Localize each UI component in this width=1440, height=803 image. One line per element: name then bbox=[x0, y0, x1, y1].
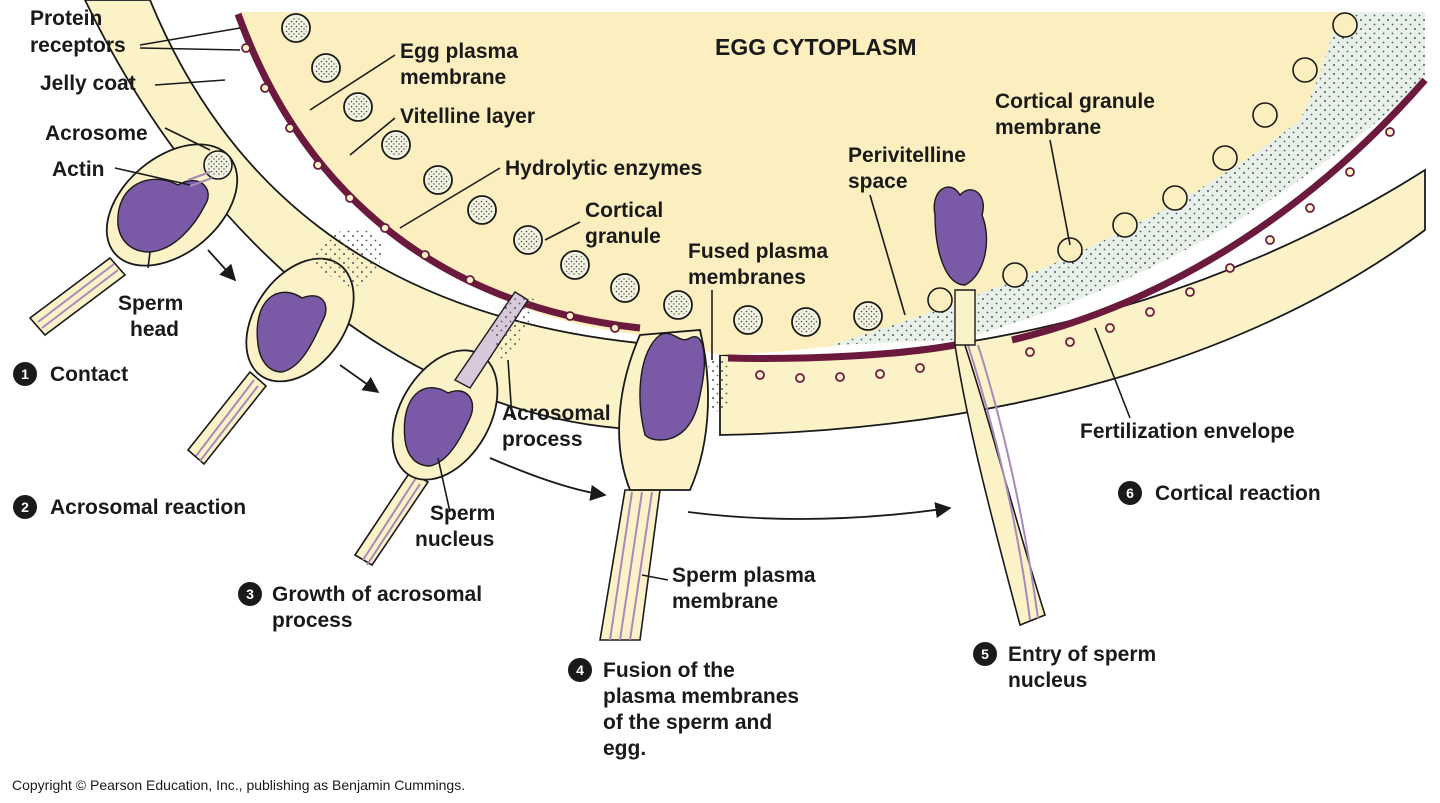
step-4-line-1: Fusion of the bbox=[603, 659, 735, 682]
step-5: 5 Entry of sperm nucleus bbox=[973, 642, 1156, 692]
label-perivitelline-2: space bbox=[848, 170, 908, 193]
step-3-number: 3 bbox=[246, 586, 254, 602]
label-sperm-head-1: Sperm bbox=[118, 292, 183, 315]
sperm-growth-acrosomal-process bbox=[353, 291, 535, 567]
label-egg-plasma-1: Egg plasma bbox=[400, 40, 518, 63]
sperm-fusion bbox=[599, 329, 730, 641]
label-sperm-plasma-1: Sperm plasma bbox=[672, 564, 816, 587]
label-jelly-coat: Jelly coat bbox=[40, 72, 136, 95]
label-sperm-nucleus-2: nucleus bbox=[415, 528, 494, 551]
step-4-line-4: egg. bbox=[603, 737, 646, 760]
process-arrows bbox=[207, 249, 952, 520]
label-vitelline-layer: Vitelline layer bbox=[400, 105, 535, 128]
copyright-notice: Copyright © Pearson Education, Inc., pub… bbox=[12, 777, 465, 793]
step-1: 1 Contact bbox=[13, 362, 128, 386]
label-sperm-plasma-2: membrane bbox=[672, 590, 778, 613]
step-4: 4 Fusion of the plasma membranes of the … bbox=[568, 658, 799, 760]
egg-cytoplasm-title: EGG CYTOPLASM bbox=[715, 34, 917, 60]
label-acrosomal-process-2: process bbox=[502, 428, 583, 451]
label-fertilization-envelope: Fertilization envelope bbox=[1080, 420, 1295, 443]
step-6-number: 6 bbox=[1126, 485, 1134, 501]
label-hydrolytic-enzymes: Hydrolytic enzymes bbox=[505, 157, 702, 180]
label-cg-membrane-1: Cortical granule bbox=[995, 90, 1155, 113]
step-6-line-1: Cortical reaction bbox=[1155, 482, 1321, 505]
label-acrosomal-process-1: Acrosomal bbox=[502, 402, 611, 425]
cortical-granule-membrane-bumps bbox=[927, 12, 1358, 313]
label-fused-plasma-2: membranes bbox=[688, 266, 806, 289]
egg-cytoplasm bbox=[240, 12, 1425, 355]
leader-lines bbox=[114, 27, 1131, 581]
step-1-line-1: Contact bbox=[50, 363, 128, 386]
label-cortical-granule-2: granule bbox=[585, 225, 661, 248]
step-1-number: 1 bbox=[21, 366, 29, 382]
step-5-line-1: Entry of sperm bbox=[1008, 643, 1156, 666]
step-4-line-2: plasma membranes bbox=[603, 685, 799, 708]
label-perivitelline-1: Perivitelline bbox=[848, 144, 966, 167]
label-fused-plasma-1: Fused plasma bbox=[688, 240, 828, 263]
label-sperm-nucleus-1: Sperm bbox=[430, 502, 495, 525]
step-5-line-2: nucleus bbox=[1008, 669, 1087, 692]
egg-plasma-membrane-middle bbox=[727, 341, 956, 362]
step-2-number: 2 bbox=[21, 499, 29, 515]
cortical-granule-dots bbox=[285, 17, 879, 333]
step-4-line-3: of the sperm and bbox=[603, 711, 772, 734]
label-cg-membrane-2: membrane bbox=[995, 116, 1101, 139]
label-acrosome: Acrosome bbox=[45, 122, 148, 145]
protein-receptors bbox=[241, 43, 1395, 383]
sperm-entry bbox=[933, 186, 1046, 627]
label-receptors: receptors bbox=[30, 34, 126, 57]
label-sperm-head-2: head bbox=[130, 318, 179, 341]
step-4-number: 4 bbox=[576, 662, 584, 678]
step-2-line-1: Acrosomal reaction bbox=[50, 496, 246, 519]
step-6: 6 Cortical reaction bbox=[1118, 481, 1321, 505]
sperm-acrosomal-reaction bbox=[186, 228, 383, 466]
step-3-line-1: Growth of acrosomal bbox=[272, 583, 482, 606]
label-actin: Actin bbox=[52, 158, 105, 181]
sperm-contact bbox=[28, 143, 239, 337]
step-3: 3 Growth of acrosomal process bbox=[238, 582, 482, 632]
label-cortical-granule-1: Cortical bbox=[585, 199, 663, 222]
step-3-line-2: process bbox=[272, 609, 353, 632]
label-protein: Protein bbox=[30, 7, 102, 30]
step-2: 2 Acrosomal reaction bbox=[13, 495, 246, 519]
fertilization-envelope-membrane bbox=[1011, 77, 1428, 344]
step-5-number: 5 bbox=[981, 646, 989, 662]
label-egg-plasma-2: membrane bbox=[400, 66, 506, 89]
perivitelline-space-dots bbox=[830, 12, 1425, 345]
